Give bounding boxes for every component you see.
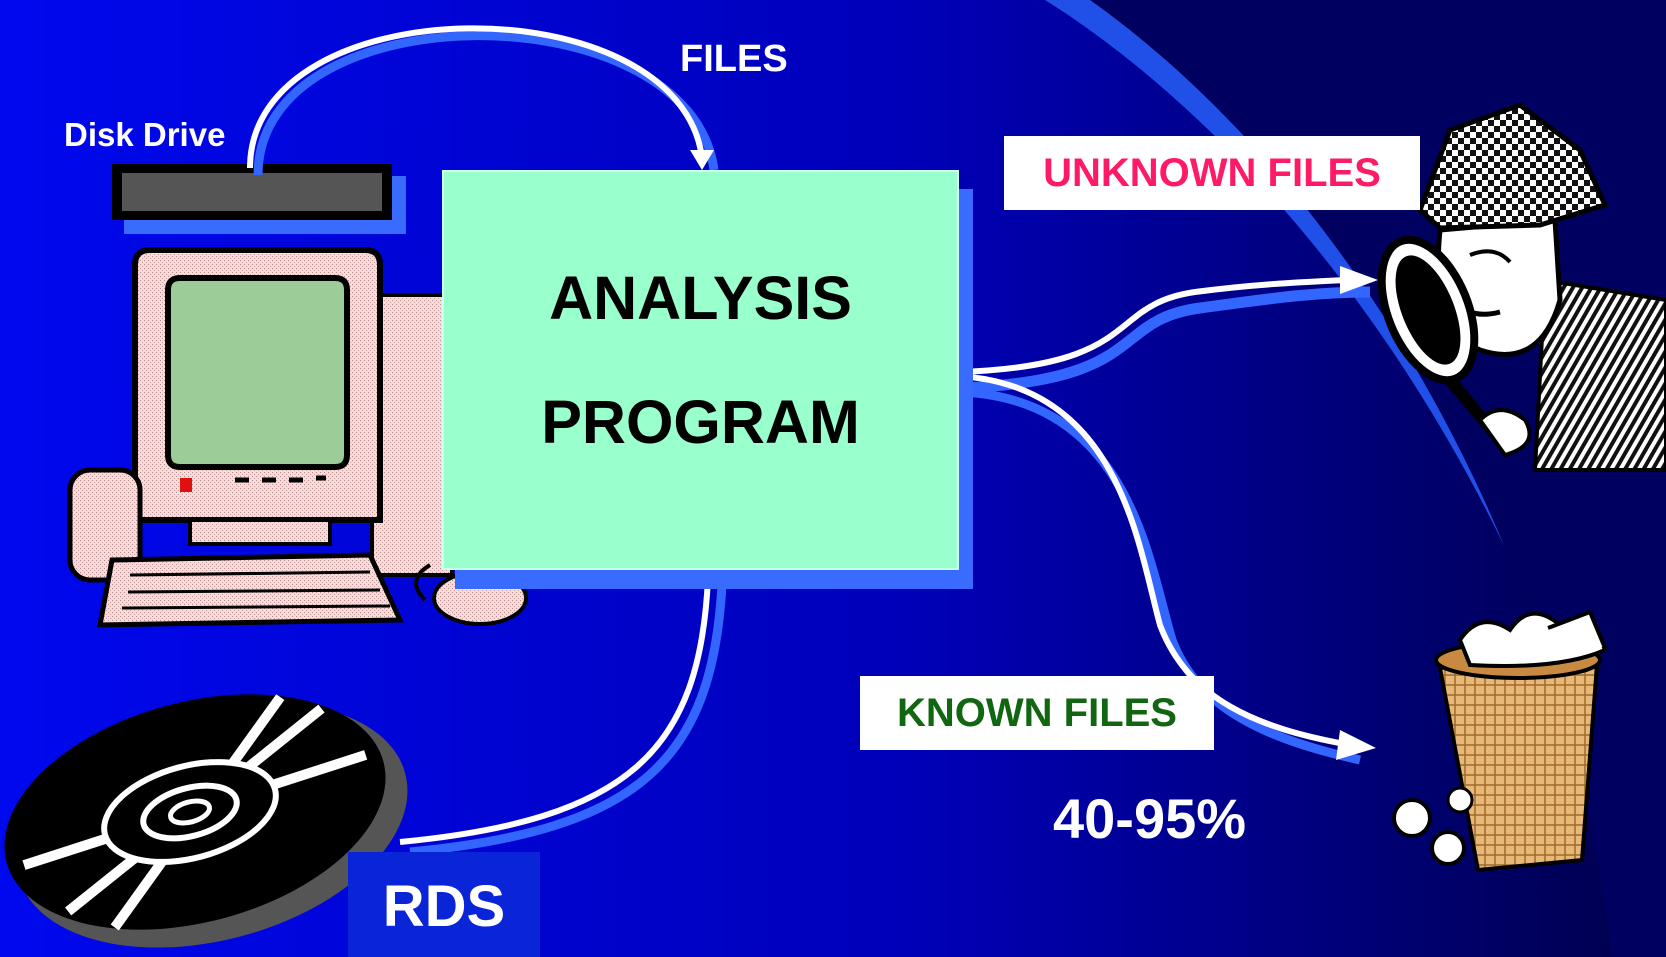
arrow-head-right-1 (1340, 266, 1378, 294)
arrow-to-unknown-shadow (961, 286, 1371, 394)
cd-disc-icon (4, 694, 408, 948)
detective-icon (1377, 102, 1666, 472)
arrow-head-down (690, 150, 714, 170)
analysis-program-text: ANALYSIS PROGRAM (443, 171, 958, 569)
rds-label: RDS (382, 873, 506, 939)
arrow-to-known-shadow (961, 387, 1361, 765)
arrow-cd-to-program (399, 577, 711, 845)
unknown-files-box (1004, 136, 1420, 210)
analysis-box (442, 170, 959, 570)
arrow-to-known (957, 373, 1346, 747)
arrow-to-unknown (957, 277, 1346, 375)
arrow-disk-to-program (247, 25, 705, 169)
trash-basket-icon (1392, 609, 1608, 873)
unknown-files-label: UNKNOWN FILES (1043, 150, 1381, 195)
files-label: FILES (680, 38, 788, 80)
percentage-label: 40-95% (1053, 787, 1247, 850)
disk-drive-label: Disk Drive (64, 116, 226, 153)
rds-box (348, 852, 540, 957)
analysis-label: ANALYSIS (549, 264, 852, 332)
known-files-box (860, 676, 1214, 750)
disk-drive-icon (112, 164, 406, 234)
arrow-head-right-2 (1336, 730, 1376, 760)
arrows (247, 25, 1378, 857)
known-files-label: KNOWN FILES (897, 690, 1177, 735)
arrow-cd-to-program-shadow (409, 584, 727, 857)
program-label: PROGRAM (541, 388, 860, 456)
